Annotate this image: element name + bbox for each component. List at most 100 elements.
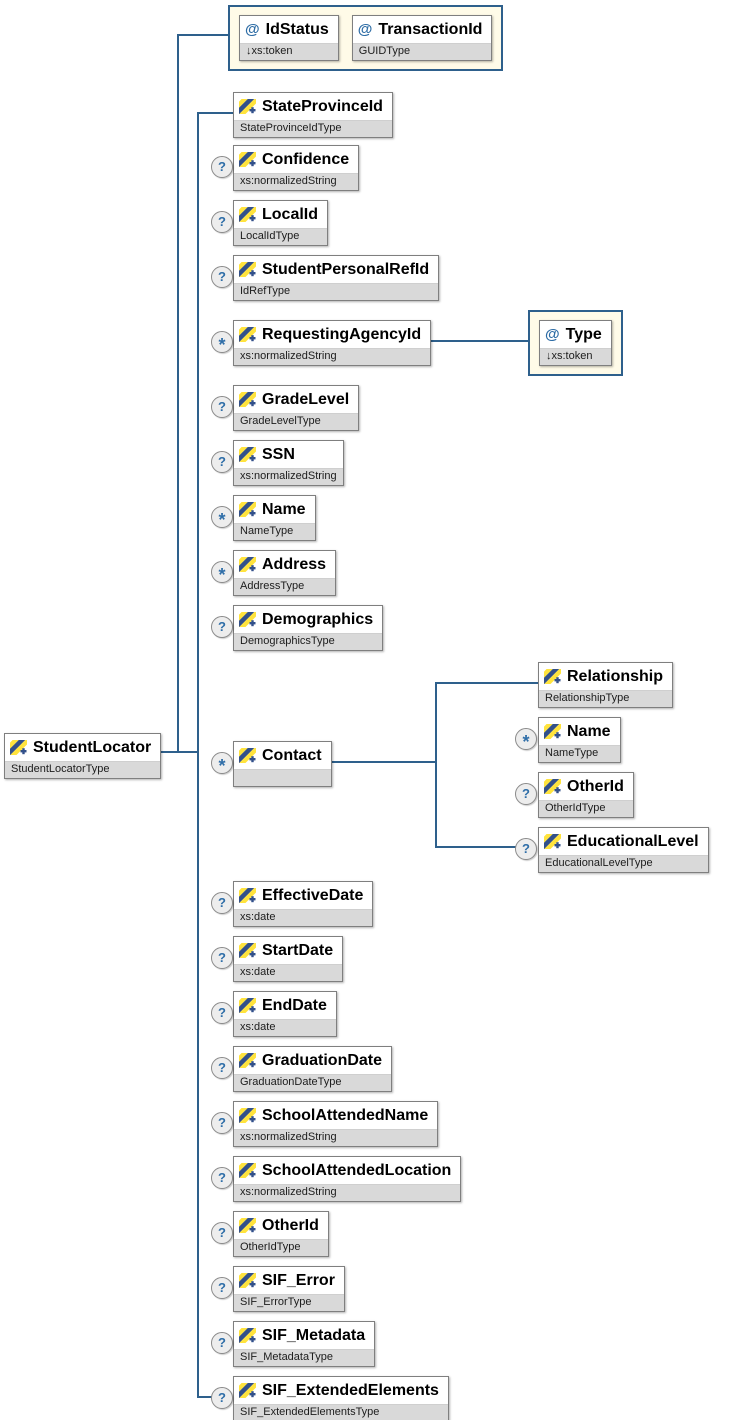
element-name: GraduationDate [262,1051,383,1069]
element-box-contact[interactable]: Contact [233,741,332,787]
attribute-type: ↓xs:token [540,348,611,365]
attribute-group-root: @ IdStatus ↓xs:token @TransactionId GUIDT… [228,5,504,71]
element-name: EffectiveDate [262,886,364,904]
connector-contact-top [435,682,538,684]
element-type: AddressType [234,578,336,595]
element-icon [239,998,256,1013]
element-type: StateProvinceIdType [234,120,392,137]
attribute-icon: @ [357,21,373,38]
element-icon [239,152,256,167]
element-name: EndDate [262,996,327,1014]
element-icon [239,447,256,462]
element-icon [239,327,256,342]
element-box-contact-name[interactable]: Name NameType [538,717,621,763]
element-box-studentpersonalrefid[interactable]: StudentPersonalRefId IdRefType [233,255,440,301]
occurrence-indicator-repeating: * [515,728,537,752]
element-name: OtherId [262,1216,319,1234]
element-icon [239,1328,256,1343]
element-icon [239,392,256,407]
attribute-name: Type [565,325,602,343]
element-box-educationallevel[interactable]: EducationalLevel EducationalLevelType [538,827,709,873]
attribute-name: IdStatus [265,20,329,38]
element-type: xs:normalizedString [234,468,343,485]
element-type: SIF_ExtendedElementsType [234,1404,448,1420]
element-name: Contact [262,746,322,764]
element-icon [239,557,256,572]
element-type: xs:date [234,909,373,926]
element-box-startdate[interactable]: StartDate xs:date [233,936,344,982]
element-icon [544,834,561,849]
element-type: DemographicsType [234,633,383,650]
element-box-contact-otherid[interactable]: OtherId OtherIdType [538,772,634,818]
occurrence-indicator-repeating: * [211,752,233,776]
element-box-otherid[interactable]: OtherId OtherIdType [233,1211,329,1257]
element-box-address[interactable]: Address AddressType [233,550,337,596]
element-box-graduationdate[interactable]: GraduationDate GraduationDateType [233,1046,393,1092]
occurrence-indicator-optional: ? [211,1222,233,1244]
element-name: Name [262,500,306,518]
element-icon [544,724,561,739]
element-icon [10,740,27,755]
occurrence-indicator-repeating: * [211,331,233,355]
element-icon [239,207,256,222]
element-name: GradeLevel [262,390,350,408]
occurrence-indicator-optional: ? [211,396,233,418]
element-icon [239,612,256,627]
element-name: SIF_Error [262,1271,335,1289]
element-box-name[interactable]: Name NameType [233,495,316,541]
element-box-studentlocator[interactable]: StudentLocator StudentLocatorType [4,733,162,779]
attribute-box-transactionid[interactable]: @TransactionId GUIDType [351,15,493,61]
element-box-sif-extendedelements[interactable]: SIF_ExtendedElements SIF_ExtendedElement… [233,1376,449,1420]
connector-main-bottom [197,1396,214,1398]
connector-contact-bottom [435,846,516,848]
element-type: NameType [539,745,620,762]
element-name: StartDate [262,941,334,959]
element-box-confidence[interactable]: Confidence xs:normalizedString [233,145,360,191]
element-type: NameType [234,523,315,540]
occurrence-indicator-optional: ? [211,1167,233,1189]
element-type: GraduationDateType [234,1074,392,1091]
element-icon [239,888,256,903]
occurrence-indicator-optional: ? [211,1332,233,1354]
element-box-relationship[interactable]: Relationship RelationshipType [538,662,674,708]
element-icon [239,1218,256,1233]
element-box-ssn[interactable]: SSN xs:normalizedString [233,440,344,486]
element-type: xs:date [234,964,343,981]
occurrence-indicator-optional: ? [211,156,233,178]
element-icon [239,502,256,517]
element-name: Address [262,555,327,573]
element-box-sif-error[interactable]: SIF_Error SIF_ErrorType [233,1266,345,1312]
element-icon [239,262,256,277]
element-box-enddate[interactable]: EndDate xs:date [233,991,337,1037]
element-name: Name [567,722,611,740]
element-name: StudentPersonalRefId [262,260,430,278]
element-box-localid[interactable]: LocalId LocalIdType [233,200,329,246]
attribute-type: GUIDType [352,43,492,60]
element-box-sif-metadata[interactable]: SIF_Metadata SIF_MetadataType [233,1321,376,1367]
element-box-schoolattendedname[interactable]: SchoolAttendedName xs:normalizedString [233,1101,439,1147]
connector-contact-horizontal [290,761,435,763]
element-icon [239,1053,256,1068]
attribute-box-type[interactable]: @ Type ↓xs:token [539,320,612,366]
element-name: Demographics [262,610,374,628]
attribute-box-idstatus[interactable]: @ IdStatus ↓xs:token [239,15,339,61]
occurrence-indicator-optional: ? [211,1112,233,1134]
attribute-icon: @ [545,326,560,343]
element-box-effectivedate[interactable]: EffectiveDate xs:date [233,881,374,927]
element-box-gradelevel[interactable]: GradeLevel GradeLevelType [233,385,360,431]
element-icon [239,943,256,958]
element-icon [239,748,256,763]
element-icon [239,1383,256,1398]
attribute-icon: @ [245,21,260,38]
element-box-demographics[interactable]: Demographics DemographicsType [233,605,384,651]
attribute-type: ↓xs:token [240,43,338,60]
element-type [234,769,331,786]
occurrence-indicator-optional: ? [211,947,233,969]
occurrence-indicator-optional: ? [211,1002,233,1024]
element-box-requestingagencyid[interactable]: RequestingAgencyId xs:normalizedString [233,320,432,366]
occurrence-indicator-optional: ? [211,266,233,288]
element-box-schoolattendedlocation[interactable]: SchoolAttendedLocation xs:normalizedStri… [233,1156,462,1202]
element-icon [239,1163,256,1178]
occurrence-indicator-optional: ? [515,838,537,860]
element-box-stateprovinceid[interactable]: StateProvinceId StateProvinceIdType [233,92,393,138]
